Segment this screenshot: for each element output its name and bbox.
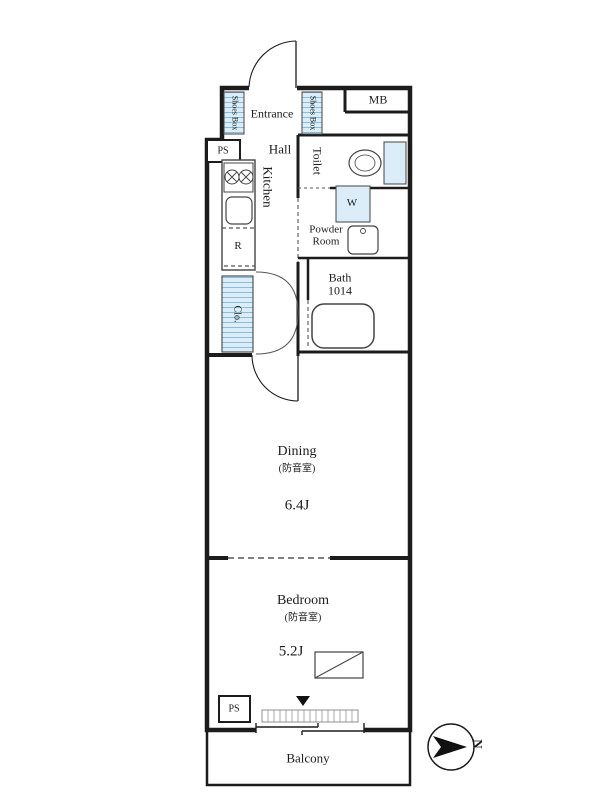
bath-label: Bath 1014 xyxy=(328,270,352,299)
closet-door-arcs xyxy=(255,271,299,355)
window-sill-hatch xyxy=(267,710,353,722)
refrigerator-label: R xyxy=(234,239,242,252)
mb-label: MB xyxy=(368,92,388,107)
toilet-label: Toilet xyxy=(310,147,325,175)
dining-soundproof-label: (防音室) xyxy=(278,463,316,475)
direction-marker xyxy=(296,696,310,706)
bath-line2: 1014 xyxy=(328,284,352,298)
refrigerator-space xyxy=(221,227,256,267)
kitchen-sink xyxy=(225,196,253,225)
powder-room-line1: Powder xyxy=(309,223,343,236)
kitchen-label: Kitchen xyxy=(260,166,276,208)
entrance-door-arc xyxy=(248,40,297,88)
bedroom-fixture-diagonal xyxy=(314,651,364,679)
stove-burner-left-cross xyxy=(226,171,238,183)
dining-size-label: 6.4J xyxy=(284,497,310,514)
toilet-bowl-inner xyxy=(354,154,376,172)
bedroom-size-label: 5.2J xyxy=(278,643,304,660)
powder-sink-faucet xyxy=(360,228,366,234)
powder-sink xyxy=(347,225,379,255)
entrance-label: Entrance xyxy=(250,106,294,121)
ps-bottom-box xyxy=(218,695,251,723)
washer-box xyxy=(335,185,371,223)
compass-north-label: N xyxy=(470,739,486,749)
bedroom-fixture xyxy=(314,651,364,679)
mb-walls xyxy=(343,88,410,114)
compass-needle xyxy=(433,736,467,758)
bedroom-label: Bedroom xyxy=(276,593,330,609)
washer-label: W xyxy=(346,196,358,209)
stove-burner-right xyxy=(238,169,254,185)
shoes-box-right-label: Shoes Box xyxy=(308,95,318,131)
shoes-box-left xyxy=(223,91,245,135)
powder-room-label: Powder Room xyxy=(309,224,343,249)
balcony-label: Balcony xyxy=(286,750,330,766)
powder-room-line2: Room xyxy=(312,236,340,248)
shoes-box-right xyxy=(301,91,323,135)
toilet-tank xyxy=(383,141,407,185)
ps-bottom-label: PS xyxy=(228,703,240,715)
balcony-walls xyxy=(205,730,412,787)
dining-label: Dining xyxy=(277,444,317,460)
dining-door-arc xyxy=(251,354,299,402)
closet-box xyxy=(221,275,254,353)
bedroom-soundproof-label: (防音室) xyxy=(284,612,322,624)
bathtub xyxy=(311,303,375,349)
bath-line1: Bath xyxy=(328,270,352,285)
shoes-box-left-label: Shoes Box xyxy=(230,95,240,131)
stove-burner-right-cross xyxy=(240,171,252,183)
toilet-bowl xyxy=(348,149,382,177)
sliding-window xyxy=(255,723,365,735)
ps-top-label: PS xyxy=(217,145,229,157)
entrance-opening xyxy=(249,82,297,93)
window-opening xyxy=(256,724,364,735)
hall-label: Hall xyxy=(268,141,292,157)
closet-label: Clo. xyxy=(231,305,243,323)
